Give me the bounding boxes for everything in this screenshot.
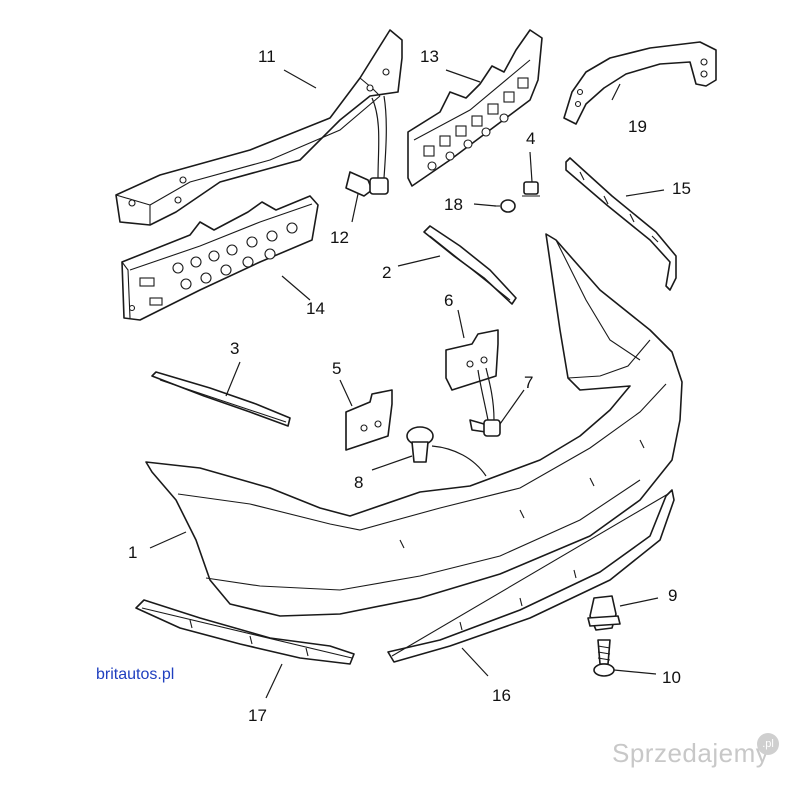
watermark-badge: .pl [757,733,779,755]
watermark: Sprzedajemy [612,738,770,768]
part-4-screw [522,181,540,197]
part-7-bolt [469,367,501,437]
site-label: britautos.pl [96,666,175,683]
label-2: 2 [382,263,391,282]
label-6: 6 [444,291,453,310]
part-11-reinforcement-beam [115,29,403,226]
part-6-bracket [445,329,499,391]
label-19: 19 [628,117,647,136]
part-number-labels: 11 13 19 4 15 18 12 2 14 6 3 5 7 8 1 9 1… [128,47,691,725]
part-2-strip [423,225,517,305]
label-4: 4 [526,129,535,148]
label-9: 9 [668,586,677,605]
part-19-arch-bracket [563,41,717,125]
label-12: 12 [330,228,349,247]
leader-lines [149,69,665,699]
label-14: 14 [306,299,325,318]
part-8-push-clip [406,426,487,477]
part-15-side-trim [565,157,677,291]
label-17: 17 [248,706,267,725]
part-5-bracket [345,389,393,451]
part-3-strip [151,371,291,427]
label-18: 18 [444,195,463,214]
label-1: 1 [128,543,137,562]
label-5: 5 [332,359,341,378]
label-10: 10 [662,668,681,687]
part-14-lower-absorber [121,195,319,321]
label-15: 15 [672,179,691,198]
label-7: 7 [524,373,533,392]
part-10-screw [593,639,615,677]
part-1-bumper-cover [145,233,683,617]
part-13-upper-absorber [407,29,543,187]
label-16: 16 [492,686,511,705]
part-16-lower-strip [387,489,675,663]
label-3: 3 [230,339,239,358]
part-9-clip-nut [587,595,621,631]
part-12-bolt [345,95,389,197]
label-8: 8 [354,473,363,492]
label-11: 11 [258,47,276,66]
part-18-clip [494,199,516,213]
label-13: 13 [420,47,439,66]
part-17-side-strip [135,599,355,665]
